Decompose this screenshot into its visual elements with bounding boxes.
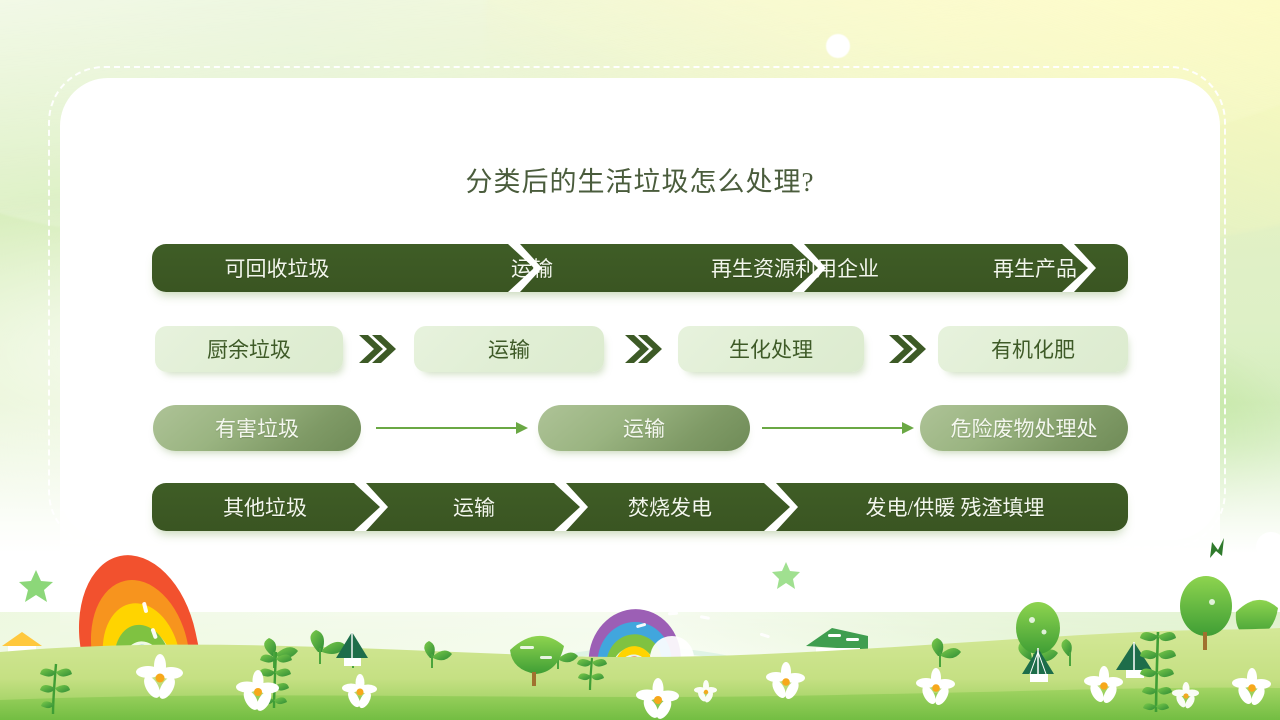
leaf-icon-right bbox=[1210, 538, 1224, 558]
flow-step[interactable]: 厨余垃圾 bbox=[155, 326, 343, 372]
double-chevron-right-icon bbox=[884, 326, 928, 372]
chevron-right-icon bbox=[788, 244, 826, 292]
flow-step[interactable]: 运输 bbox=[414, 326, 604, 372]
flow-step[interactable]: 有害垃圾 bbox=[153, 405, 361, 451]
double-chevron-right-icon bbox=[620, 326, 664, 372]
flow-step[interactable]: 生化处理 bbox=[678, 326, 864, 372]
chevron-right-icon bbox=[1058, 244, 1096, 292]
flow-step[interactable]: 再生产品 bbox=[993, 257, 1077, 281]
recyclable-bar: 可回收垃圾 运输 再生资源利用企业 再生产品 bbox=[152, 244, 1128, 292]
chevron-right-icon bbox=[760, 483, 798, 531]
flow-step[interactable]: 可回收垃圾 bbox=[224, 257, 330, 281]
decorative-dot-right bbox=[1256, 532, 1280, 562]
flow-step[interactable]: 运输 bbox=[453, 496, 495, 520]
decorative-dot-top bbox=[826, 34, 850, 58]
arrow-right-icon bbox=[762, 417, 914, 439]
flow-step[interactable]: 其他垃圾 bbox=[223, 496, 307, 520]
chevron-right-icon bbox=[350, 483, 388, 531]
chevron-right-icon bbox=[550, 483, 588, 531]
flow-step[interactable]: 焚烧发电 bbox=[628, 496, 712, 520]
arrow-right-icon bbox=[376, 417, 528, 439]
flow-step[interactable]: 危险废物处理处 bbox=[920, 405, 1128, 451]
flow-step[interactable]: 再生资源利用企业 bbox=[711, 257, 879, 281]
flow-step[interactable]: 运输 bbox=[538, 405, 750, 451]
double-chevron-right-icon bbox=[354, 326, 398, 372]
page-title: 分类后的生活垃圾怎么处理? bbox=[465, 167, 815, 197]
flow-step[interactable]: 发电/供暖 残渣填埋 bbox=[865, 496, 1045, 520]
bottom-scenery-illustration bbox=[0, 540, 1280, 720]
other-waste-bar: 其他垃圾 运输 焚烧发电 发电/供暖 残渣填埋 bbox=[152, 483, 1128, 531]
flow-step[interactable]: 有机化肥 bbox=[938, 326, 1128, 372]
chevron-right-icon bbox=[504, 244, 542, 292]
